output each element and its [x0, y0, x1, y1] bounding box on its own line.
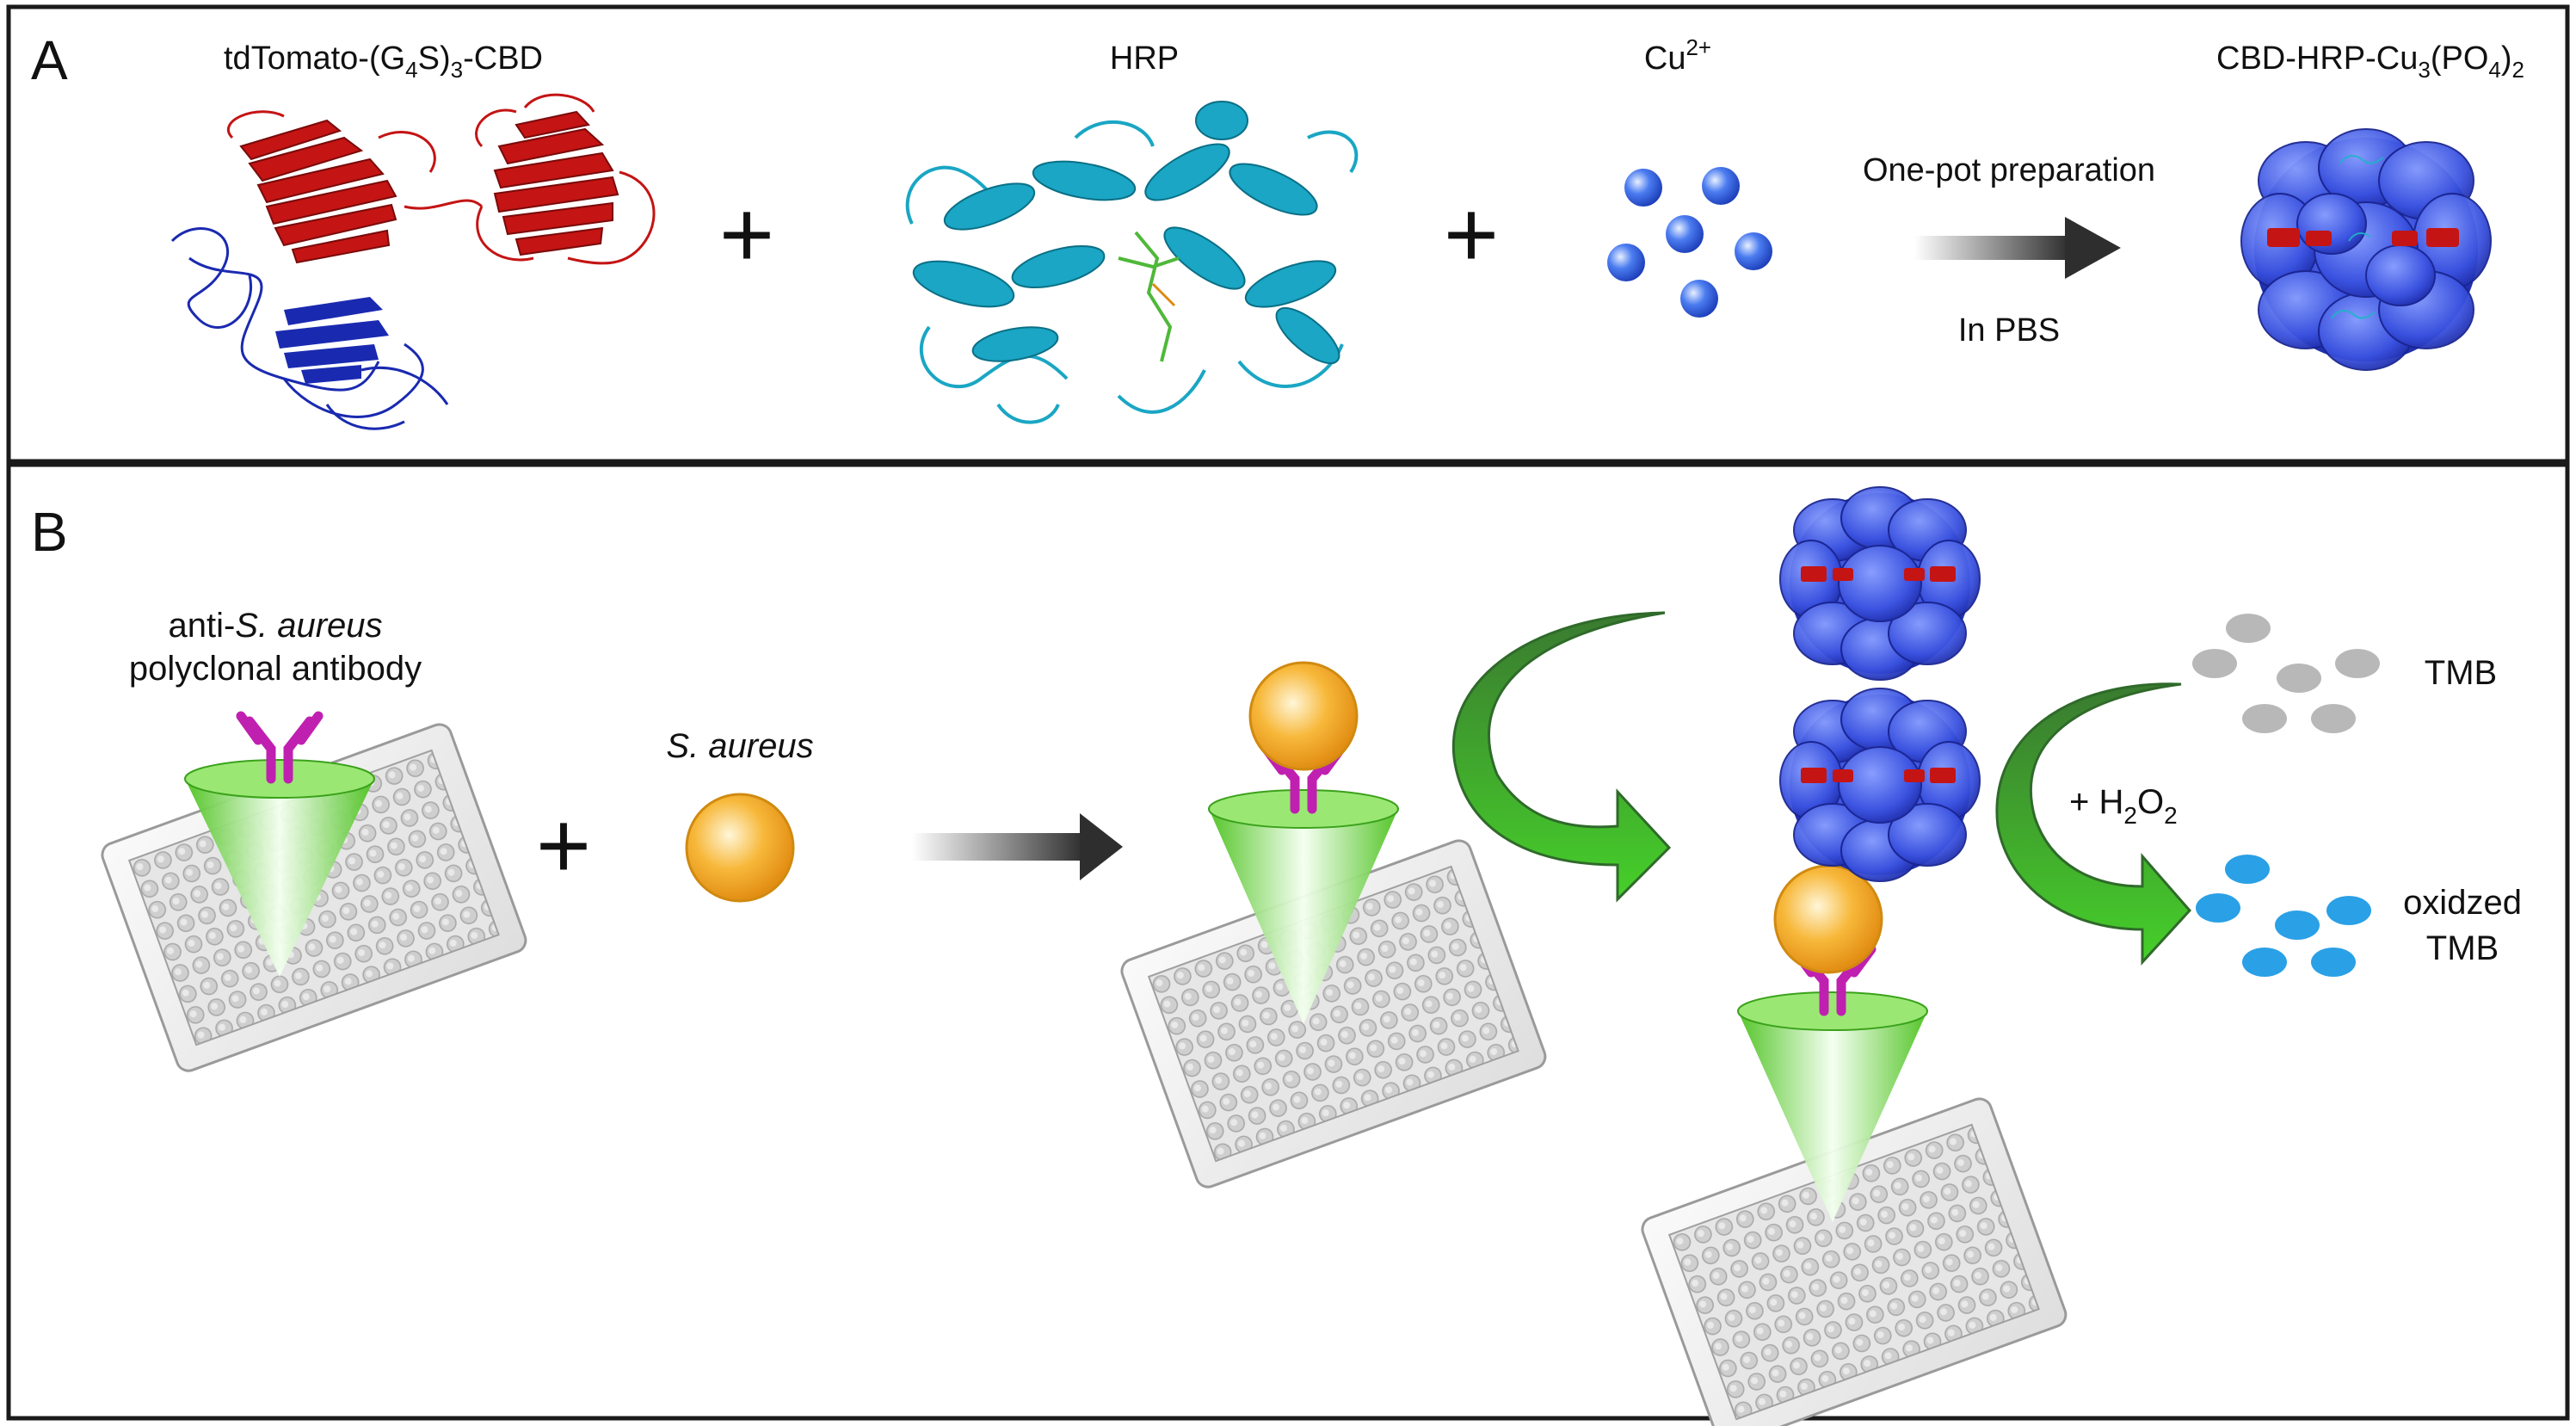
copper-ion — [1735, 232, 1772, 270]
step1-assembly — [101, 711, 527, 1072]
oxidized-tmb-label-line1: oxidzed — [2403, 884, 2522, 922]
oxidized-tmb-molecule — [2311, 948, 2356, 977]
capture-cone-2 — [1209, 809, 1398, 1024]
tmb-molecule — [2226, 614, 2271, 643]
hydrogen-peroxide-label: + H2O2 — [2069, 783, 2178, 829]
tmb-molecule — [2192, 649, 2237, 678]
copper-ions — [1607, 167, 1772, 318]
curved-arrow-2 — [1995, 682, 2192, 966]
oxidized-tmb-molecule — [2225, 855, 2270, 884]
step3-assembly — [1641, 688, 2068, 1426]
curved-arrow-1 — [1451, 611, 1672, 903]
arrow-bottom-label: In PBS — [1958, 312, 2060, 349]
oxidized-tmb-molecule — [2196, 893, 2240, 923]
copper-ion — [1666, 215, 1704, 253]
tmb-molecule — [2277, 664, 2321, 693]
plus-sign-a2: + — [1444, 182, 1499, 287]
tmb-molecule — [2242, 704, 2287, 733]
tdtomato-label: tdTomato-(G4S)3-CBD — [224, 40, 543, 83]
hrp-structure — [905, 101, 1359, 424]
oxidized-tmb-molecule — [2326, 896, 2371, 925]
oxidized-tmb-molecules — [2196, 855, 2371, 977]
cone-rim-1 — [184, 759, 375, 799]
plus-sign-b: + — [536, 793, 591, 898]
plus-sign-a1: + — [719, 182, 774, 287]
bacteria-label: S. aureus — [666, 727, 813, 765]
panel-b-frame — [6, 462, 2570, 1421]
reaction-arrow-a — [1914, 217, 2121, 279]
arrow-top-label: One-pot preparation — [1863, 152, 2155, 188]
copper-ion — [1624, 169, 1662, 207]
nanoflower-bound — [1779, 688, 1981, 882]
hrp-label: HRP — [1110, 40, 1179, 77]
step2-assembly — [1120, 661, 1547, 1188]
copper-ion — [1607, 244, 1645, 281]
nanoflower-free — [1779, 486, 1981, 681]
capture-cone-1 — [185, 779, 374, 977]
tmb-molecule — [2311, 704, 2356, 733]
sandwiched-bacteria — [1773, 864, 1883, 974]
tdtomato-cbd-structure — [170, 93, 656, 430]
panel-a-letter: A — [31, 29, 68, 91]
cone-rim-3 — [1737, 991, 1928, 1031]
oxidized-tmb-label-line2: TMB — [2426, 929, 2499, 967]
panel-a-frame — [6, 4, 2570, 464]
product-label: CBD-HRP-Cu3(PO4)2 — [2216, 40, 2524, 83]
tmb-label: TMB — [2425, 654, 2497, 692]
microplate-3 — [1641, 1097, 2068, 1426]
oxidized-tmb-molecule — [2242, 948, 2287, 977]
captured-bacteria — [1248, 661, 1359, 771]
copper-ion-label: Cu2+ — [1644, 34, 1711, 77]
antibody-1 — [236, 711, 324, 784]
antibody-label-line1: anti-S. aureus — [168, 607, 382, 645]
cone-rim-2 — [1208, 789, 1399, 829]
capture-cone-3 — [1738, 1011, 1927, 1222]
panel-b-letter: B — [31, 501, 68, 563]
copper-ion — [1680, 280, 1718, 318]
reaction-arrow-b — [912, 813, 1123, 880]
antibody-label-line2: polyclonal antibody — [129, 650, 422, 688]
tmb-molecule — [2335, 649, 2380, 678]
tmb-molecules — [2192, 614, 2380, 733]
nanoflower-product — [2240, 128, 2492, 371]
copper-ion — [1702, 167, 1740, 205]
s-aureus-cell — [685, 793, 795, 903]
oxidized-tmb-molecule — [2275, 911, 2320, 940]
